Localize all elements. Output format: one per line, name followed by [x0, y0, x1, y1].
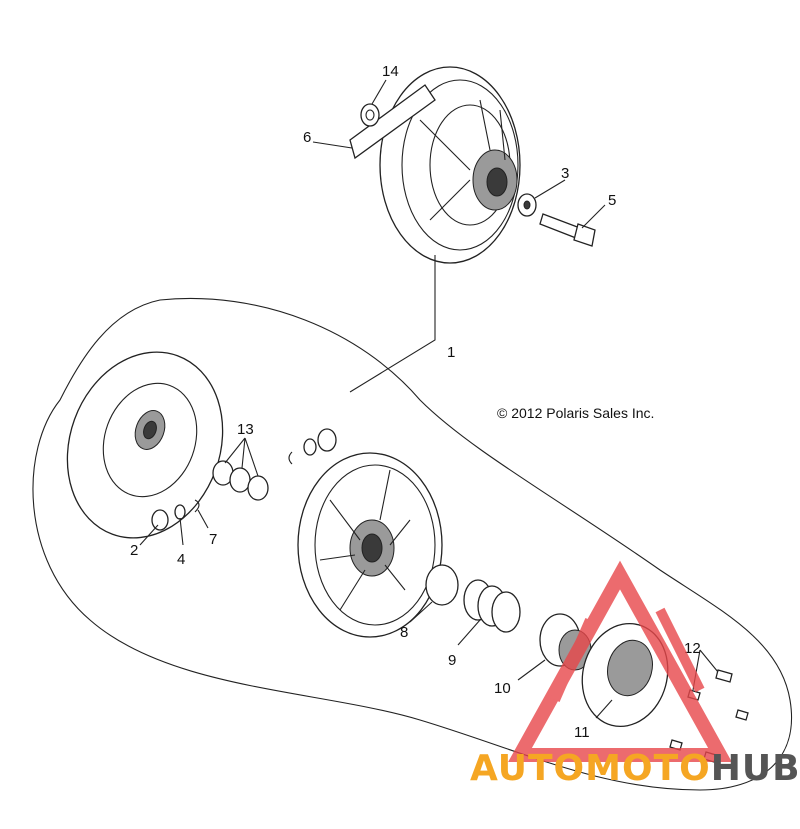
callout-9: 9 [448, 652, 456, 669]
bolt-5 [539, 213, 596, 247]
belt-outline [32, 297, 792, 791]
driven-clutch [379, 66, 521, 264]
drive-clutch [297, 452, 443, 638]
callout-3: 3 [561, 165, 569, 182]
copyright-text: © 2012 Polaris Sales Inc. [497, 405, 654, 421]
spring-9 [463, 579, 521, 633]
washer-4 [174, 504, 186, 520]
clip-7 [194, 499, 200, 513]
callout-2: 2 [130, 542, 138, 559]
fixed-sheave [66, 351, 224, 539]
leader-lines [139, 79, 719, 719]
watermark-triangle-icon [508, 560, 732, 762]
callout-14: 14 [382, 63, 399, 80]
callout-4: 4 [177, 551, 185, 568]
ring-8 [425, 564, 459, 606]
watermark-part2: HUB [711, 748, 800, 789]
callout-7: 7 [209, 531, 217, 548]
callout-10: 10 [494, 680, 511, 697]
watermark-logo: AUTOMOTOHUB [470, 748, 800, 789]
callout-1: 1 [447, 344, 455, 361]
callout-6: 6 [303, 129, 311, 146]
cover-plate-11 [581, 622, 669, 728]
o-rings-13 [212, 460, 269, 501]
washer-14 [360, 103, 380, 127]
watermark-part1: AUTOMOTO [470, 748, 711, 789]
callout-12: 12 [684, 640, 701, 657]
callout-8: 8 [400, 624, 408, 641]
spacer-group [288, 428, 337, 465]
roller-2 [151, 509, 169, 531]
callout-5: 5 [608, 192, 616, 209]
callout-11: 11 [574, 724, 590, 741]
belt-strap [349, 84, 436, 160]
callout-13: 13 [237, 421, 254, 438]
